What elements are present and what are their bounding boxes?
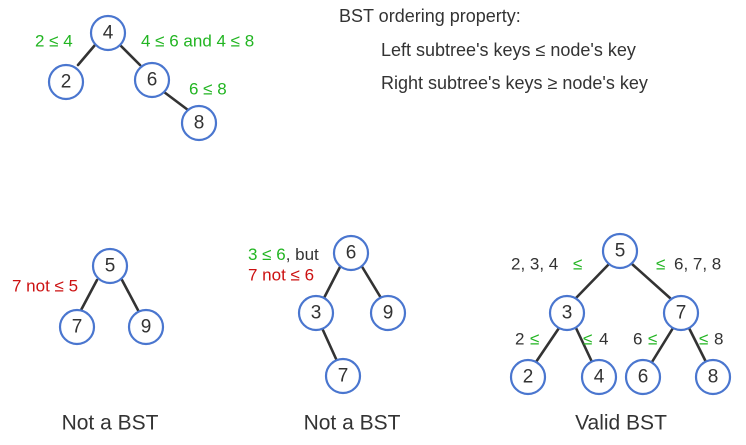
edge (687, 326, 708, 364)
tree-valid-bst: 5 3 7 2 4 6 8 2, 3, 4 ≤ ≤ 6, 7, 8 (509, 232, 732, 435)
leaf-key-label: 4 (599, 330, 608, 349)
note-left: 2 ≤ 4 (35, 32, 73, 51)
tree-node: 6 (133, 61, 171, 99)
node-key: 8 (194, 113, 205, 134)
tree-node: 7 (58, 308, 96, 346)
node-key: 7 (676, 303, 687, 324)
node-key: 6 (147, 70, 158, 91)
ok-suffix: , but (286, 245, 319, 264)
le-symbol: ≤ (583, 330, 592, 349)
le-symbol: ≤ (530, 330, 539, 349)
left-rule: Left subtree's keys ≤ node's key (381, 40, 636, 60)
right-rule: Right subtree's keys ≥ node's key (381, 73, 648, 93)
edge (359, 263, 383, 300)
ok-part: 3 ≤ 6 (248, 245, 286, 264)
tree-node: 4 (580, 358, 618, 396)
tree-node: 9 (127, 308, 165, 346)
note-right: 4 ≤ 6 and 4 ≤ 8 (141, 32, 254, 51)
edge (162, 90, 190, 112)
edge (574, 262, 611, 300)
tree-node: 8 (694, 358, 732, 396)
tree-node: 6 (624, 358, 662, 396)
edge (574, 326, 594, 364)
node-key: 2 (523, 367, 534, 388)
le-symbol: ≤ (573, 255, 582, 274)
tree-node: 2 (47, 63, 85, 101)
node-key: 5 (105, 256, 116, 277)
tree-node: 5 (91, 247, 129, 285)
node-key: 3 (311, 303, 322, 324)
edge (118, 43, 142, 67)
tree-node: 2 (509, 358, 547, 396)
edge (630, 262, 672, 300)
edge (120, 278, 141, 314)
tree-node: 3 (297, 294, 335, 332)
caption: Valid BST (575, 412, 667, 435)
le-symbol: ≤ (699, 330, 708, 349)
node-key: 6 (346, 243, 357, 264)
tree-node: 6 (332, 234, 370, 272)
example-tree: 4 2 6 8 2 ≤ 4 4 ≤ 6 and 4 ≤ 8 6 ≤ 8 (35, 14, 254, 142)
edge (76, 43, 97, 67)
le-symbol: ≤ (656, 255, 665, 274)
leaf-key-label: 6 (633, 330, 642, 349)
caption: Not a BST (304, 412, 401, 435)
edge (320, 326, 339, 363)
property-box: BST ordering property: Left subtree's ke… (339, 6, 648, 93)
edge (650, 326, 675, 364)
note-ok: 3 ≤ 6, but (248, 245, 319, 264)
node-key: 2 (61, 72, 72, 93)
note-lower-right: 6 ≤ 8 (189, 80, 227, 99)
node-key: 5 (615, 241, 626, 262)
tree-node: 7 (662, 294, 700, 332)
edge (534, 326, 561, 364)
node-key: 9 (383, 303, 394, 324)
node-key: 9 (141, 317, 152, 338)
node-key: 8 (708, 367, 719, 388)
node-key: 4 (103, 23, 114, 44)
root-left-keys: 2, 3, 4 (511, 255, 558, 274)
tree-node: 7 (324, 357, 362, 395)
property-title: BST ordering property: (339, 6, 521, 26)
violation-label: 7 not ≤ 6 (248, 266, 314, 285)
node-key: 7 (72, 317, 83, 338)
le-symbol: ≤ (648, 330, 657, 349)
leaf-key-label: 8 (714, 330, 723, 349)
root-right-keys: 6, 7, 8 (674, 255, 721, 274)
edge (78, 278, 99, 314)
tree-node: 9 (369, 294, 407, 332)
violation-label: 7 not ≤ 5 (12, 277, 78, 296)
tree-node: 4 (89, 14, 127, 52)
tree-not-bst-a: 5 7 9 7 not ≤ 5 Not a BST (12, 247, 165, 435)
tree-node: 8 (180, 104, 218, 142)
node-key: 6 (638, 367, 649, 388)
leaf-key-label: 2 (515, 330, 524, 349)
node-key: 3 (562, 303, 573, 324)
edge (322, 263, 343, 300)
tree-node: 5 (601, 232, 639, 270)
node-key: 4 (594, 367, 605, 388)
node-key: 7 (338, 366, 349, 387)
tree-not-bst-b: 6 3 9 7 3 ≤ 6, but 7 not ≤ 6 Not a BST (248, 234, 407, 435)
caption: Not a BST (62, 412, 159, 435)
tree-node: 3 (548, 294, 586, 332)
